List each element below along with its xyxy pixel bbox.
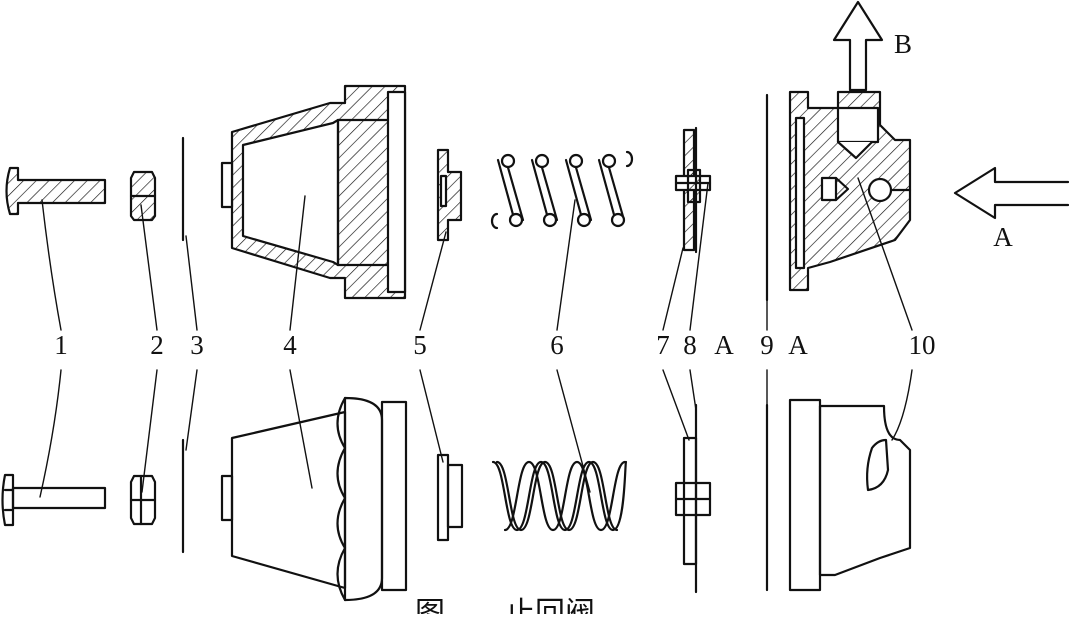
part-label-7: 7 <box>656 330 670 360</box>
figure-caption: 图 ___ 止回阀 <box>415 597 595 614</box>
nut-view <box>129 474 157 526</box>
spring-seat-view <box>436 453 464 542</box>
arrow-a-label: A <box>993 222 1013 252</box>
valve-disc-section <box>674 126 712 254</box>
cap-section <box>220 84 407 300</box>
arrow-b-icon <box>832 0 884 92</box>
part-label-9: 9 <box>760 330 774 360</box>
valve-body-view <box>788 398 912 592</box>
part-label-4: 4 <box>283 330 297 360</box>
part-label-8: 8 <box>683 330 697 360</box>
part-label-6: 6 <box>550 330 564 360</box>
view-mark-a-8: A <box>714 330 734 360</box>
arrow-b-label: B <box>894 29 912 59</box>
valve-body-section <box>788 90 912 292</box>
valve-disc-view <box>674 403 712 594</box>
bolt-view <box>1 473 107 527</box>
part-label-3: 3 <box>190 330 204 360</box>
nut-section <box>129 170 157 222</box>
spring-seat-section <box>436 148 463 242</box>
part-label-2: 2 <box>150 330 164 360</box>
spring-view <box>491 460 628 532</box>
part-label-5: 5 <box>413 330 427 360</box>
leader-lines <box>39 177 913 498</box>
part-label-10: 10 <box>909 330 936 360</box>
cap-view <box>220 396 408 602</box>
bolt-section <box>5 166 107 216</box>
view-mark-a-9: A <box>788 330 808 360</box>
spring-section <box>490 150 634 230</box>
part-label-1: 1 <box>54 330 68 360</box>
arrow-a-icon <box>953 166 1069 220</box>
